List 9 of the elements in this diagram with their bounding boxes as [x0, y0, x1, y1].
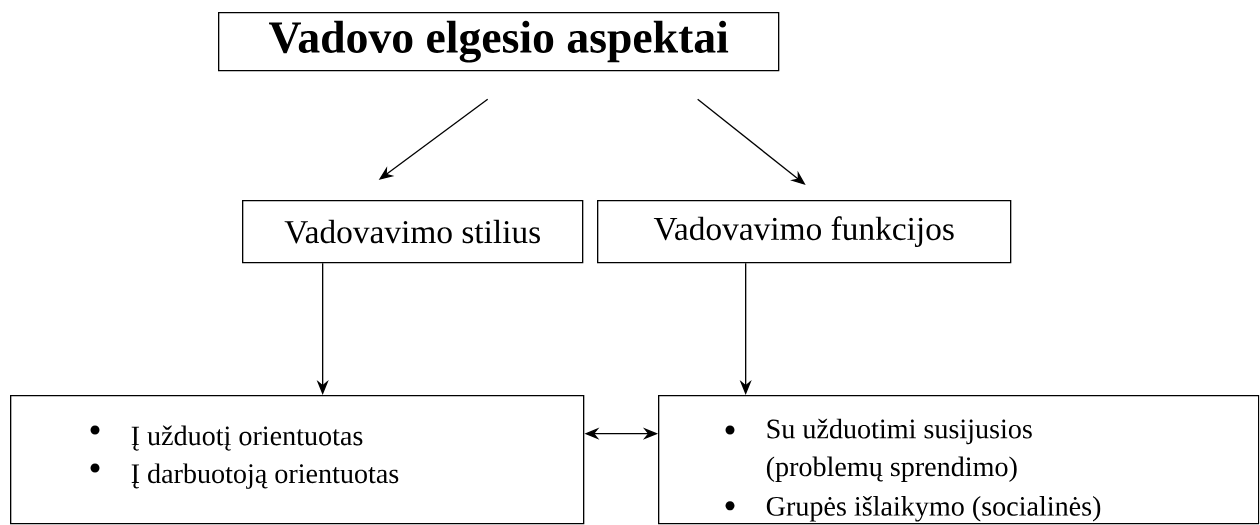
list-item: Su užduotimi susijusios (problemų sprendimo) — [766, 418, 1032, 482]
list-box — [10, 395, 585, 525]
list-box — [658, 395, 1260, 525]
list-item: Į darbuotoją orientuotas — [131, 463, 399, 489]
list-item: Į užduotį orientuotas — [131, 425, 363, 451]
category-box: Vadovavimo funkcijos — [597, 200, 1012, 264]
category-box: Vadovavimo stilius — [242, 200, 584, 264]
title-box: Vadovo elgesio aspektai — [218, 12, 780, 72]
list-item: Grupės išlaikymo (socialinės) — [766, 496, 1101, 522]
